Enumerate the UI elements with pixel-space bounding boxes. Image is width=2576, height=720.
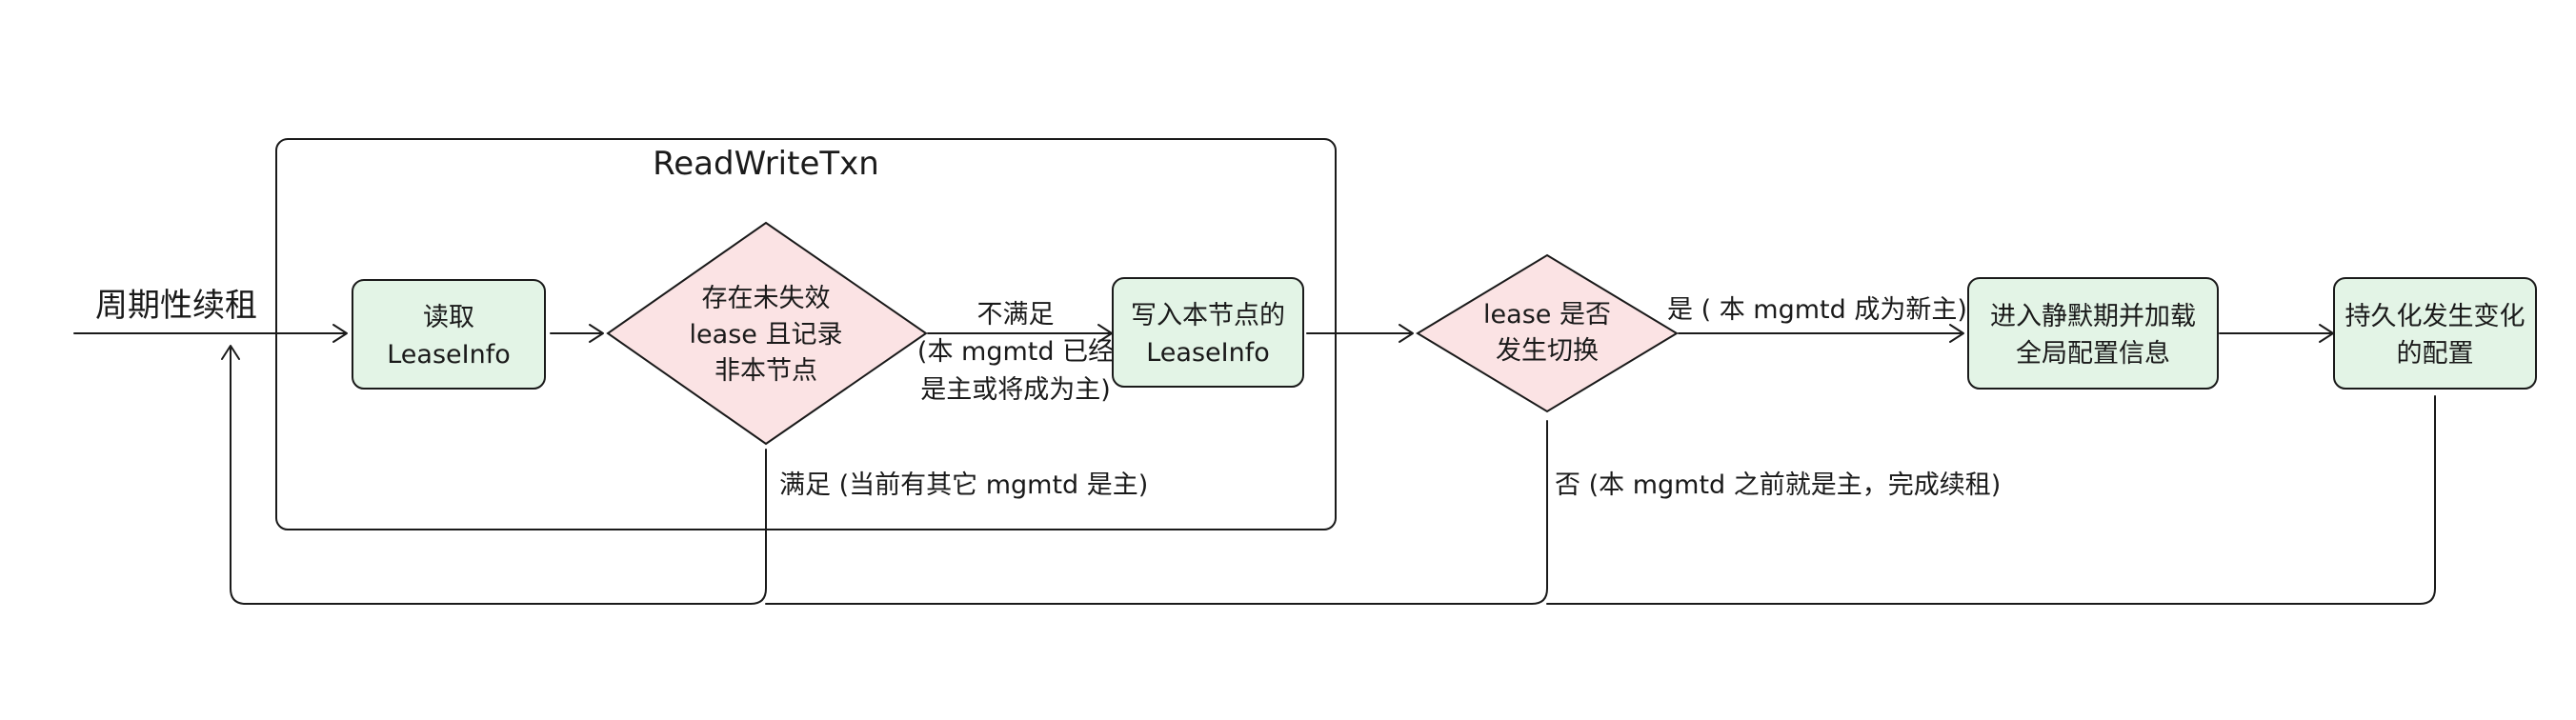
write-lease-line-2: LeaseInfo (1146, 338, 1270, 368)
arrowhead (1949, 324, 1964, 343)
write-lease-line-1: 写入本节点的 (1131, 301, 1285, 330)
process-persist-config (2333, 277, 2537, 390)
edge-persist-loop (1546, 395, 2436, 605)
container-title: ReadWriteTxn (653, 145, 879, 183)
decision-check-lease (606, 221, 928, 446)
check-lease-line-2: lease 且记录 (690, 320, 843, 350)
arrowhead (332, 324, 348, 343)
label-no-switch: 否 (本 mgmtd 之前就是主，完成续租) (1555, 470, 2001, 500)
read-lease-line-2: LeaseInfo (387, 340, 511, 370)
persist-line-2: 的配置 (2397, 339, 2474, 369)
process-enter-quiet (1967, 277, 2219, 390)
switch-line-1: lease 是否 (1483, 300, 1611, 330)
label-yes-switch: 是 ( 本 mgmtd 成为新主) (1667, 295, 1967, 325)
decision-lease-switch (1416, 253, 1679, 413)
check-lease-line-1: 存在未失效 (702, 284, 831, 313)
persist-line-1: 持久化发生变化 (2345, 302, 2526, 331)
arrowhead (1399, 324, 1414, 343)
label-satisfied: 满足 (当前有其它 mgmtd 是主) (779, 470, 1148, 500)
arrowhead-up (221, 345, 240, 360)
edge-satisfied-loop (230, 348, 767, 605)
process-write-lease (1112, 277, 1304, 388)
check-lease-line-3: 非本节点 (714, 356, 817, 386)
start-label: 周期性续租 (95, 287, 257, 325)
process-read-lease (352, 279, 546, 390)
switch-line-2: 发生切换 (1496, 336, 1599, 366)
label-not-satisfied: 不满足 (977, 300, 1055, 330)
label-not-satisfied-detail-1: (本 mgmtd 已经 (917, 337, 1114, 367)
read-lease-line-1: 读取 (423, 303, 474, 332)
label-not-satisfied-detail-2: 是主或将成为主) (920, 375, 1111, 405)
edge-no-switch-loop (765, 420, 1548, 605)
arrowhead (589, 324, 604, 343)
enter-quiet-line-2: 全局配置信息 (2016, 339, 2170, 369)
enter-quiet-line-1: 进入静默期并加载 (1990, 302, 2196, 331)
